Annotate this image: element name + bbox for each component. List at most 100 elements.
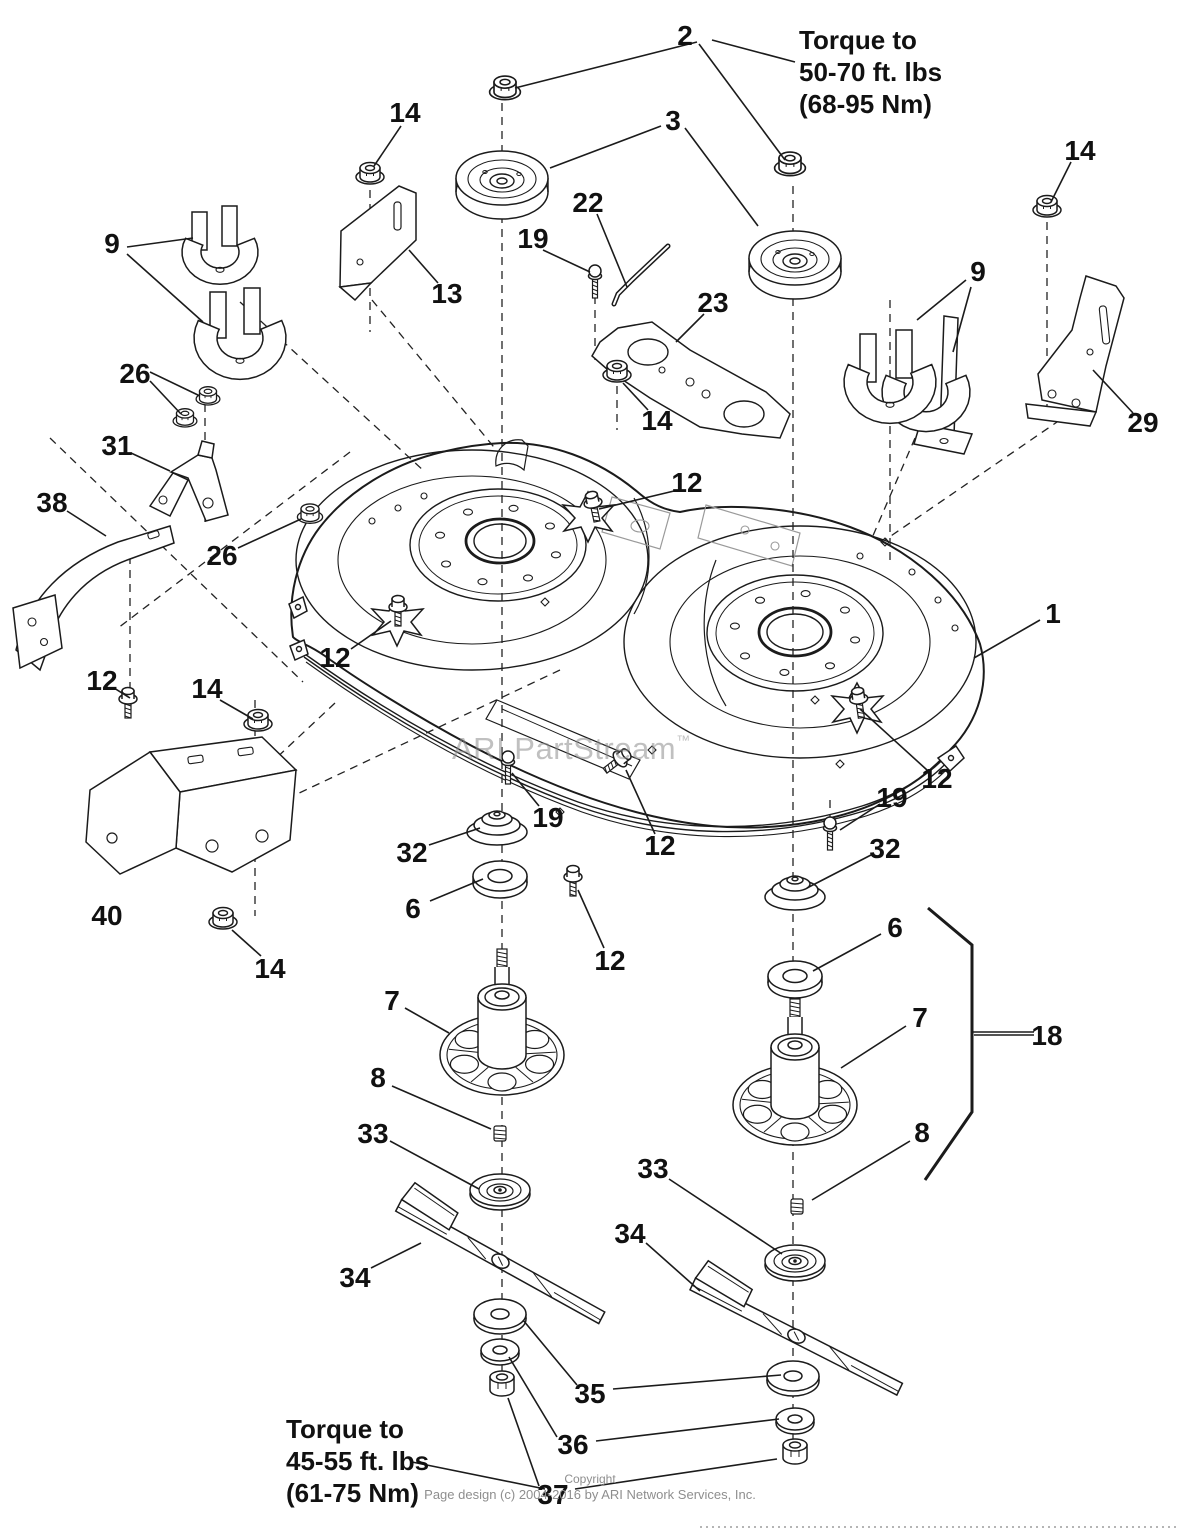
- callout-38: 38: [36, 487, 67, 518]
- callout-14: 14: [254, 953, 286, 984]
- assembly-dash-line: [271, 702, 336, 763]
- set-screw: [493, 1125, 507, 1142]
- hex-nut: [489, 1370, 515, 1397]
- mower-blade: [394, 1181, 606, 1325]
- leader-line: [429, 878, 484, 902]
- leader-line: [645, 1242, 701, 1292]
- callout-18: 18: [1031, 1020, 1062, 1051]
- callout-40: 40: [91, 900, 122, 931]
- callout-12: 12: [594, 945, 625, 976]
- hex-washer-screw: [388, 594, 408, 627]
- corner-bracket: [338, 185, 417, 302]
- spacer-washer: [767, 960, 823, 999]
- callout-33: 33: [357, 1118, 388, 1149]
- torque-note-line: 50-70 ft. lbs: [799, 57, 943, 87]
- callout-12: 12: [319, 642, 350, 673]
- assembly-dash-line: [117, 451, 351, 629]
- leader-line: [66, 510, 107, 537]
- leader-line: [574, 1458, 778, 1490]
- callout-34: 34: [614, 1218, 646, 1249]
- set-screw: [790, 1198, 804, 1215]
- blade-washer: [766, 1360, 820, 1397]
- leader-line: [973, 619, 1041, 659]
- leader-line: [126, 253, 204, 323]
- belt-guard: [181, 205, 259, 286]
- torque-note-line: Torque to: [799, 25, 917, 55]
- leader-line: [916, 279, 967, 321]
- leader-line: [806, 854, 872, 889]
- leader-line: [507, 1397, 540, 1487]
- leader-line: [404, 1007, 450, 1034]
- assembly-dash-line: [371, 299, 499, 453]
- small-washer: [480, 1338, 520, 1366]
- callout-19: 19: [517, 223, 548, 254]
- torque-note-top: Torque to 50-70 ft. lbs (68-95 Nm): [799, 24, 942, 120]
- hex-washer-screw: [563, 864, 583, 897]
- callout-12: 12: [921, 763, 952, 794]
- rear-hanger-bracket: [1025, 275, 1125, 427]
- callout-14: 14: [389, 97, 421, 128]
- leader-line: [408, 249, 439, 284]
- leader-line: [622, 382, 649, 411]
- callout-9: 9: [104, 228, 120, 259]
- callout-8: 8: [370, 1062, 386, 1093]
- idler-rod: [611, 243, 671, 307]
- mower-deck-shell: [288, 439, 985, 838]
- callout-13: 13: [431, 278, 462, 309]
- leader-line: [811, 1140, 911, 1201]
- leader-line: [237, 518, 302, 549]
- leader-layer: [66, 39, 1134, 1490]
- leader-line: [391, 1085, 492, 1130]
- leader-line: [698, 43, 786, 161]
- callout-29: 29: [1127, 407, 1158, 438]
- assembly-dash-line: [884, 419, 1061, 541]
- callout-32: 32: [869, 833, 900, 864]
- leader-line: [859, 708, 928, 771]
- flange-nut: [1032, 194, 1062, 218]
- leader-line: [684, 127, 759, 227]
- leader-line: [508, 1356, 558, 1438]
- leader-line: [219, 699, 254, 720]
- flange-nut: [355, 161, 385, 185]
- flange-nut: [296, 503, 324, 524]
- callout-36: 36: [557, 1429, 588, 1460]
- torque-note-line: (61-75 Nm): [286, 1478, 419, 1508]
- belt-guard: [193, 287, 287, 381]
- leader-line: [711, 39, 796, 63]
- hex-nut: [782, 1438, 808, 1465]
- leader-line: [373, 125, 402, 167]
- leader-line: [389, 1140, 480, 1190]
- leader-line: [549, 125, 662, 169]
- cupped-washer: [469, 1173, 531, 1211]
- callout-33: 33: [637, 1153, 668, 1184]
- deck-layer: [288, 439, 985, 838]
- leader-line: [840, 1025, 907, 1069]
- leader-line: [577, 889, 605, 949]
- blade-spindle-assembly: [732, 998, 858, 1146]
- leader-line: [411, 1461, 546, 1490]
- callout-32: 32: [396, 837, 427, 868]
- flange-nut: [208, 906, 238, 930]
- callout-31: 31: [101, 430, 132, 461]
- blade-spindle-assembly: [439, 948, 565, 1096]
- assembly-dash-line: [294, 669, 561, 796]
- leader-line: [612, 1374, 782, 1390]
- belt-guard: [881, 315, 974, 455]
- callout-19: 19: [876, 782, 907, 813]
- flange-nut: [195, 386, 221, 406]
- leader-line: [231, 929, 262, 957]
- flange-nut: [488, 75, 522, 101]
- cone-spacer: [466, 810, 528, 846]
- assembly-dash-line: [49, 437, 304, 683]
- callout-layer: 2141414141432219191923991326263138291212…: [36, 20, 1158, 1510]
- torque-note-bottom: Torque to 45-55 ft. lbs (61-75 Nm): [286, 1413, 429, 1509]
- assembly-dash-line: [871, 437, 916, 539]
- leader-line: [952, 286, 972, 353]
- parts-layer: [12, 75, 1125, 1465]
- leader-line: [149, 380, 182, 415]
- callout-12: 12: [671, 467, 702, 498]
- leader-line: [596, 213, 628, 288]
- carriage-bolt: [822, 816, 838, 851]
